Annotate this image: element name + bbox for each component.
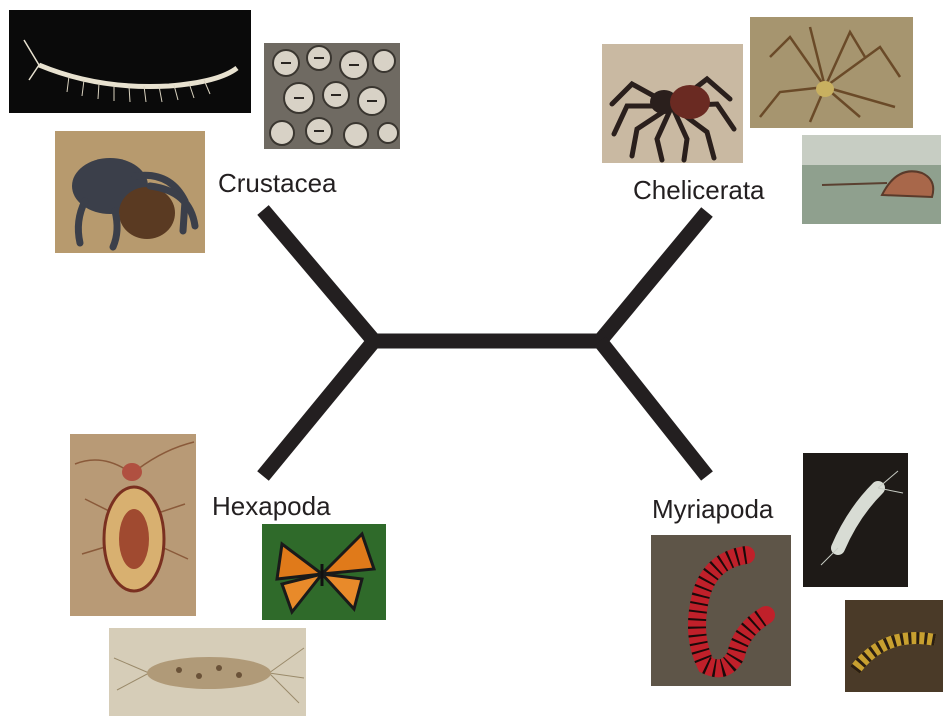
photo-centipede — [845, 600, 943, 692]
photo-booklouse — [70, 434, 196, 616]
branch-chelicerata — [600, 212, 707, 341]
photo-silverfish — [109, 628, 306, 716]
photo-barnacles — [264, 43, 400, 149]
clade-label-hexapoda: Hexapoda — [212, 493, 331, 519]
photo-remipede — [9, 10, 251, 113]
branch-crustacea — [263, 210, 374, 341]
photo-horseshoe-crab — [802, 135, 941, 224]
photo-harvestman — [750, 17, 913, 128]
photo-monarch-butterfly — [262, 524, 386, 620]
photo-millipede — [651, 535, 791, 686]
clade-label-myriapoda: Myriapoda — [652, 496, 773, 522]
clade-label-crustacea: Crustacea — [218, 170, 337, 196]
branch-myriapoda — [600, 341, 707, 476]
photo-coconut-crab — [55, 131, 205, 253]
photo-symphylan — [803, 453, 908, 587]
photo-tarantula — [602, 44, 743, 163]
clade-label-chelicerata: Chelicerata — [633, 177, 765, 203]
branch-hexapoda — [263, 341, 374, 476]
